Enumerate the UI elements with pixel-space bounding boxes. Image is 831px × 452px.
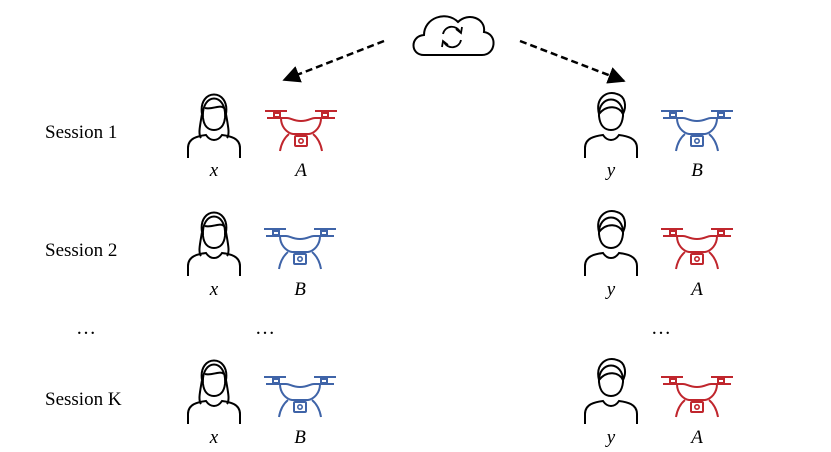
drone-camera-icon (263, 228, 337, 270)
ellipsis: … (76, 317, 96, 339)
person-short-hair-icon (584, 91, 638, 159)
drone-camera-icon (263, 376, 337, 418)
drone-camera-icon (660, 376, 734, 418)
person-long-hair-icon (187, 359, 241, 425)
ellipsis: … (255, 317, 275, 339)
user-left-var: x (209, 160, 219, 181)
session-label: Session 1 (45, 122, 117, 143)
person-short-hair-icon (584, 357, 638, 425)
drone-right-var: A (689, 427, 703, 448)
user-right-var: y (605, 160, 616, 181)
session-label: Session 2 (45, 240, 117, 261)
session-row: Session K x B y A (45, 357, 734, 448)
drone-camera-icon (660, 110, 734, 152)
session-row: Session 2 x B y A (45, 209, 734, 300)
drone-right-var: B (691, 160, 703, 181)
arrow-to-right-user (519, 39, 626, 84)
drone-camera-icon (264, 110, 338, 152)
user-right-var: y (605, 427, 616, 448)
person-long-hair-icon (187, 211, 241, 277)
session-row: Session 1 x A y B (45, 91, 734, 181)
cloud-sync-icon (412, 15, 495, 56)
ellipsis: … (651, 317, 671, 339)
drone-left-var: B (294, 427, 306, 448)
user-right-var: y (605, 279, 616, 300)
user-left-var: x (209, 279, 219, 300)
person-short-hair-icon (584, 209, 638, 277)
session-label: Session K (45, 389, 122, 410)
user-left-var: x (209, 427, 219, 448)
arrow-to-left-user (282, 39, 385, 83)
drone-left-var: B (294, 279, 306, 300)
drone-right-var: A (689, 279, 703, 300)
drone-camera-icon (660, 228, 734, 270)
person-long-hair-icon (187, 93, 241, 159)
drone-left-var: A (293, 160, 307, 181)
